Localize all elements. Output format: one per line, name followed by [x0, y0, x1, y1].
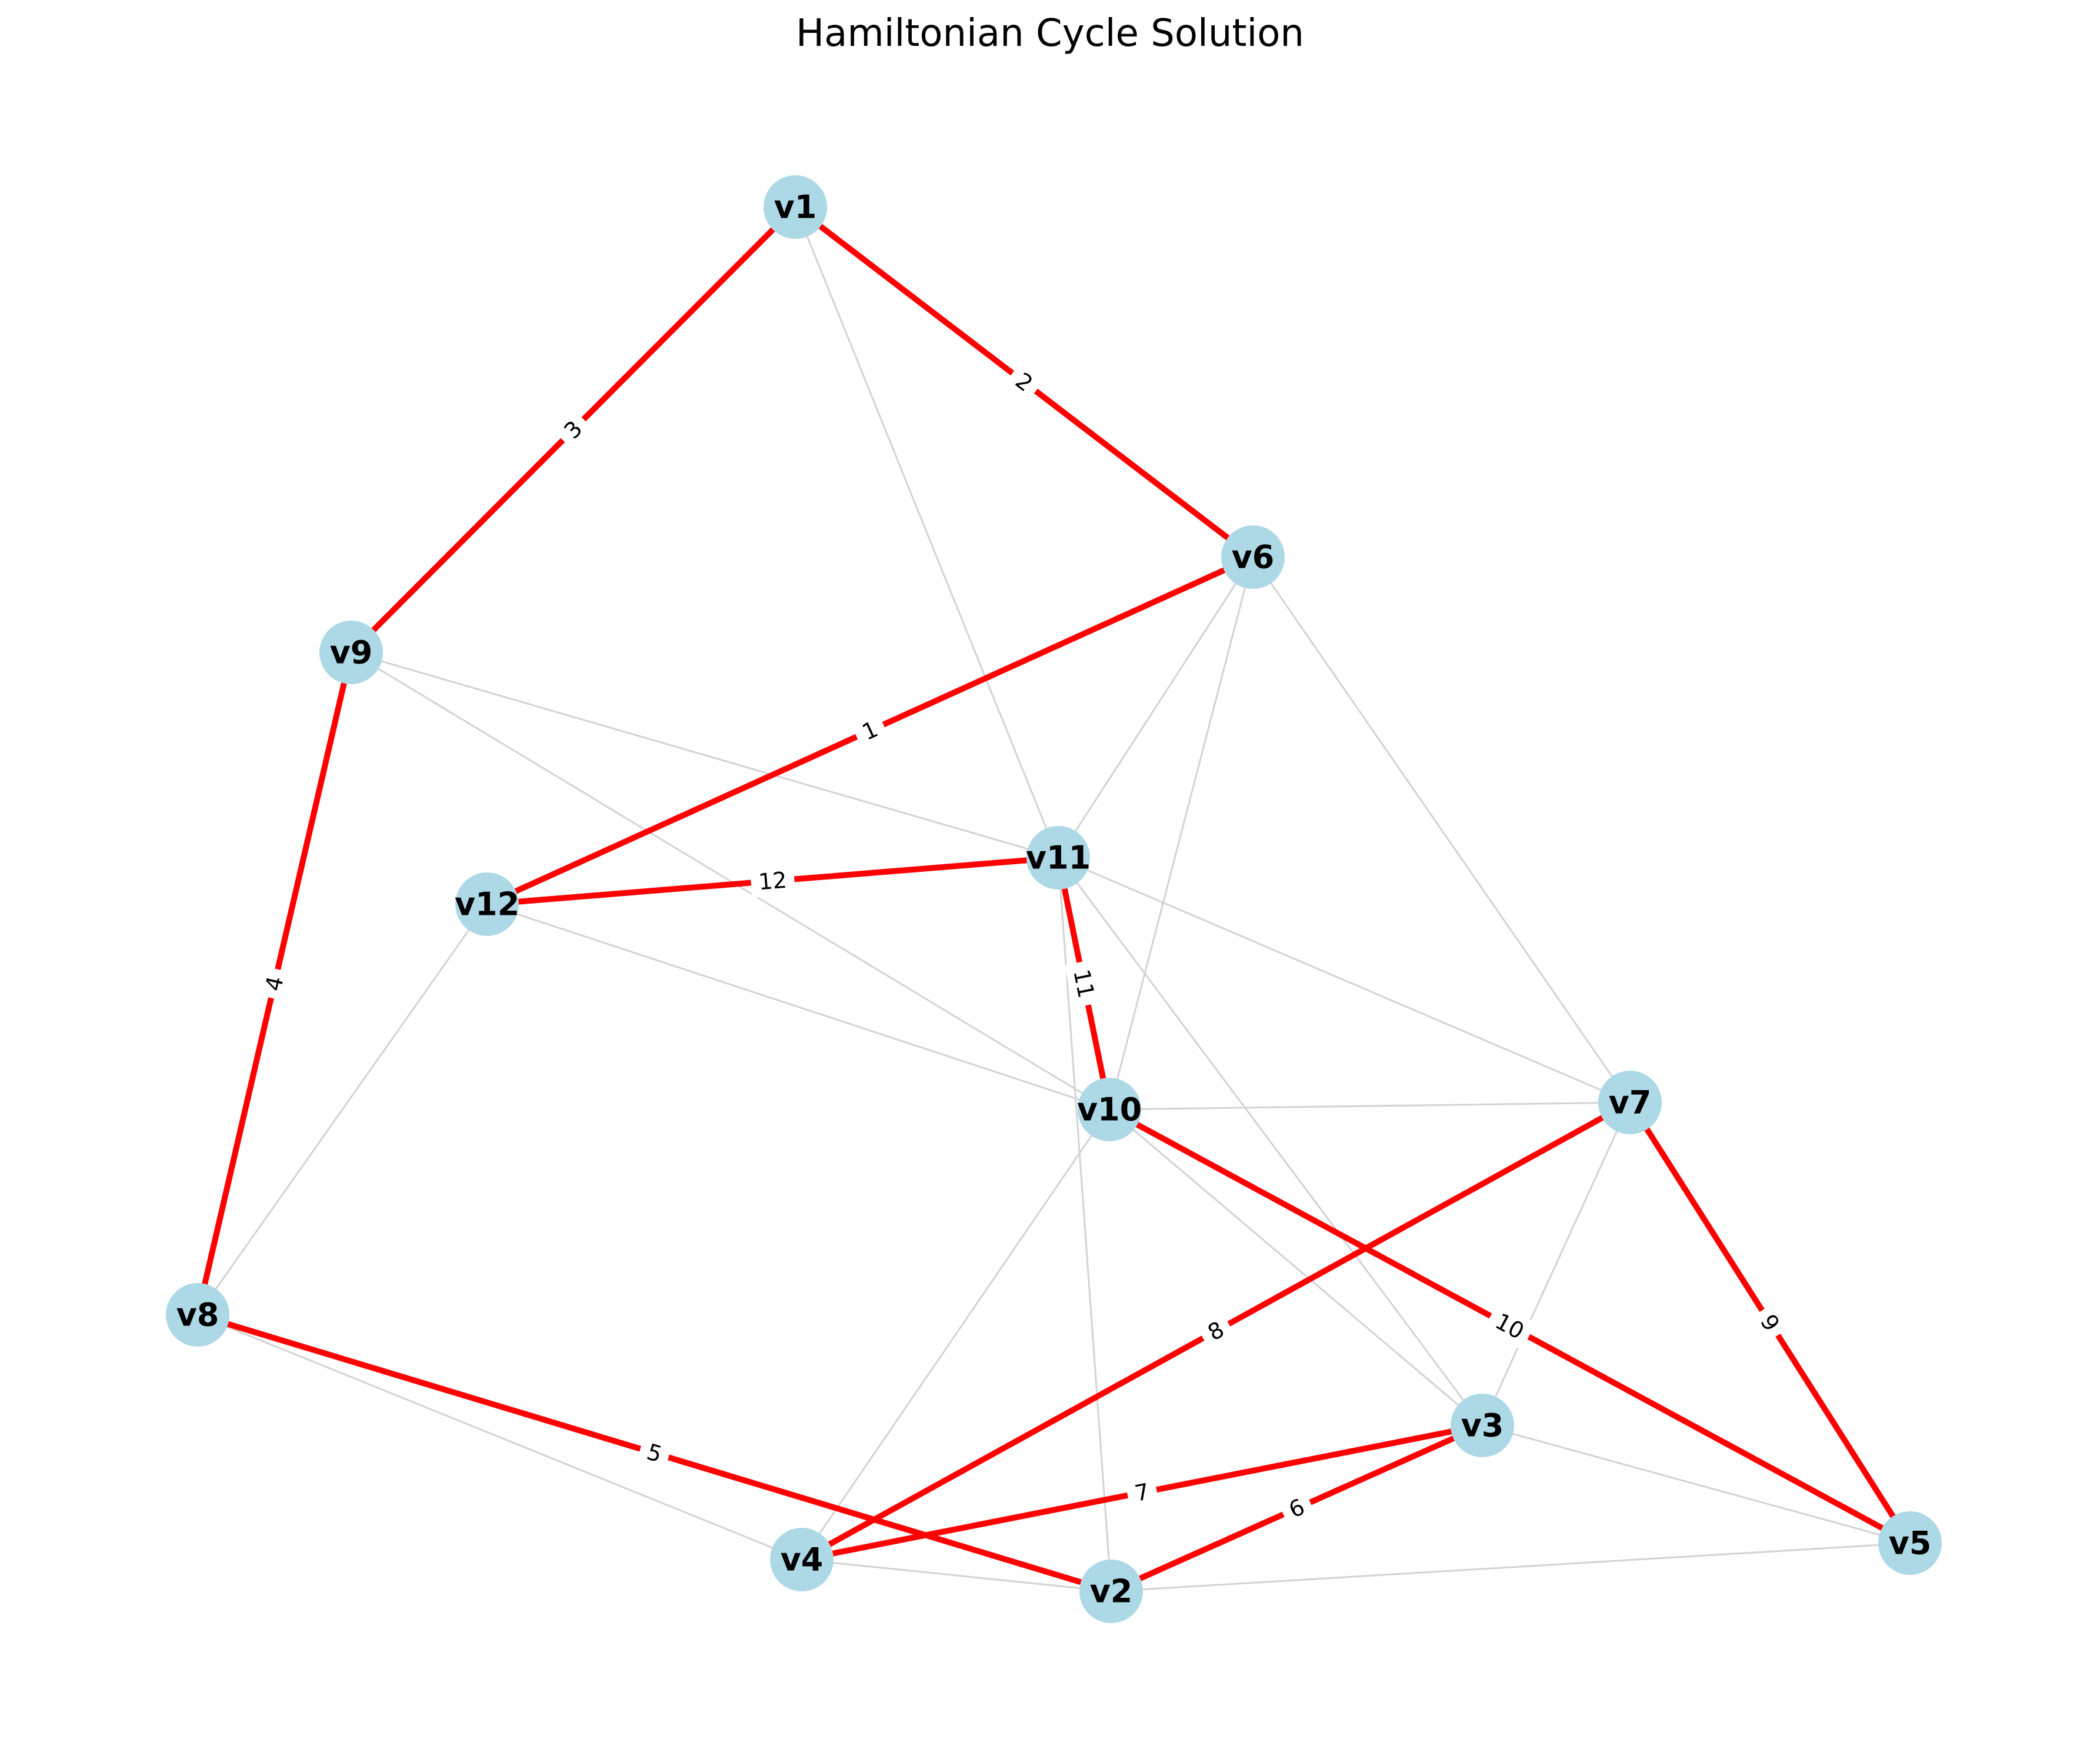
- node-v6: v6: [1221, 525, 1285, 589]
- node-circle: [455, 872, 519, 936]
- edge-v6-v7: [1252, 557, 1631, 1103]
- edge-label-text: 11: [1068, 967, 1099, 1000]
- cycle-edge-label: 10: [1483, 1302, 1536, 1350]
- node-circle: [1026, 826, 1090, 890]
- node-label: v7: [1609, 1084, 1652, 1121]
- node-circle: [1079, 1560, 1143, 1623]
- node-v4: v4: [770, 1528, 834, 1591]
- node-label: v12: [455, 886, 519, 923]
- graph-nodes: v1 v2 v3 v4 v5 v6 v7 v8 v9 v10 v11 v12: [166, 175, 1942, 1623]
- edge-v2-v5: [1111, 1542, 1911, 1593]
- cycle-edge-label: 11: [1064, 959, 1104, 1008]
- node-v11: v11: [1026, 826, 1091, 890]
- node-circle: [1221, 525, 1285, 589]
- edge-v10-v7: [1109, 1101, 1631, 1111]
- edge-v8-v4: [197, 1314, 802, 1561]
- node-v12: v12: [455, 872, 519, 936]
- node-v8: v8: [166, 1283, 229, 1347]
- cycle-edge-label: 1: [850, 710, 890, 751]
- node-label: v2: [1090, 1573, 1133, 1610]
- edge-label-box: [1003, 361, 1045, 404]
- edge-label-box: [1483, 1302, 1536, 1350]
- node-label: v5: [1889, 1525, 1932, 1562]
- edge-v6-v11: [1057, 557, 1254, 858]
- edge-v1-v11: [794, 206, 1059, 858]
- edge-label-box: [850, 710, 890, 751]
- node-circle: [770, 1528, 834, 1591]
- node-label: v4: [781, 1541, 824, 1578]
- node-label: v1: [774, 189, 817, 226]
- edge-label-box: [552, 408, 595, 451]
- edge-v3-v5: [1482, 1424, 1911, 1544]
- edge-v11-v3: [1057, 857, 1484, 1426]
- cycle-edge-label: 12: [749, 864, 796, 898]
- cycle-edge-label: 4: [256, 965, 293, 1002]
- node-label: v8: [176, 1297, 219, 1334]
- edge-label-box: [1064, 959, 1104, 1008]
- node-label: v9: [330, 634, 373, 671]
- edge-label-text: 12: [758, 867, 788, 895]
- edge-v9-v11: [351, 651, 1059, 859]
- node-v3: v3: [1451, 1394, 1514, 1457]
- edge-label-box: [1277, 1488, 1316, 1528]
- edge-v11-v7: [1058, 857, 1631, 1104]
- edge-label-box: [1124, 1474, 1160, 1511]
- node-v5: v5: [1878, 1511, 1942, 1575]
- node-circle: [1451, 1394, 1514, 1457]
- node-label: v10: [1077, 1091, 1142, 1128]
- edge-label-box: [749, 864, 796, 898]
- edge-v12-v10: [486, 903, 1110, 1111]
- cycle-edge-label: 8: [1195, 1310, 1236, 1352]
- edge-v11-v2: [1057, 857, 1112, 1592]
- edge-label-box: [256, 965, 293, 1002]
- node-circle: [166, 1283, 229, 1347]
- edge-label-box: [1749, 1302, 1791, 1344]
- cycle-edge-label: 9: [1749, 1302, 1791, 1344]
- cycle-edge-label: 2: [1003, 361, 1045, 404]
- edge-v10-v4: [801, 1109, 1111, 1560]
- cycle-edge-label: 6: [1277, 1488, 1316, 1528]
- edge-v4-v2: [801, 1558, 1112, 1593]
- node-circle: [1878, 1511, 1942, 1575]
- node-circle: [764, 175, 827, 239]
- cycle-edge-label: 7: [1124, 1474, 1160, 1511]
- node-v7: v7: [1598, 1071, 1662, 1134]
- cycle-edge-label: 5: [636, 1434, 673, 1473]
- node-v10: v10: [1077, 1078, 1142, 1141]
- node-v1: v1: [764, 175, 827, 239]
- edge-label-box: [1195, 1310, 1236, 1352]
- edge-v9-v10: [351, 651, 1110, 1111]
- cycle-edge-label: 3: [552, 408, 595, 451]
- node-circle: [1598, 1071, 1662, 1134]
- edge-label-box: [636, 1434, 673, 1473]
- edge-v6-v10: [1108, 557, 1254, 1110]
- node-v9: v9: [319, 621, 383, 684]
- edge-v12-v8: [196, 904, 488, 1315]
- page-title: Hamiltonian Cycle Solution: [796, 12, 1304, 55]
- node-v2: v2: [1079, 1560, 1143, 1623]
- edge-v10-v3: [1109, 1108, 1483, 1427]
- node-circle: [1078, 1078, 1141, 1141]
- node-circle: [319, 621, 383, 684]
- node-label: v6: [1232, 539, 1275, 576]
- node-label: v11: [1026, 839, 1091, 877]
- edge-v7-v3: [1481, 1102, 1631, 1426]
- node-label: v3: [1461, 1407, 1504, 1444]
- other-edges: [196, 206, 1911, 1593]
